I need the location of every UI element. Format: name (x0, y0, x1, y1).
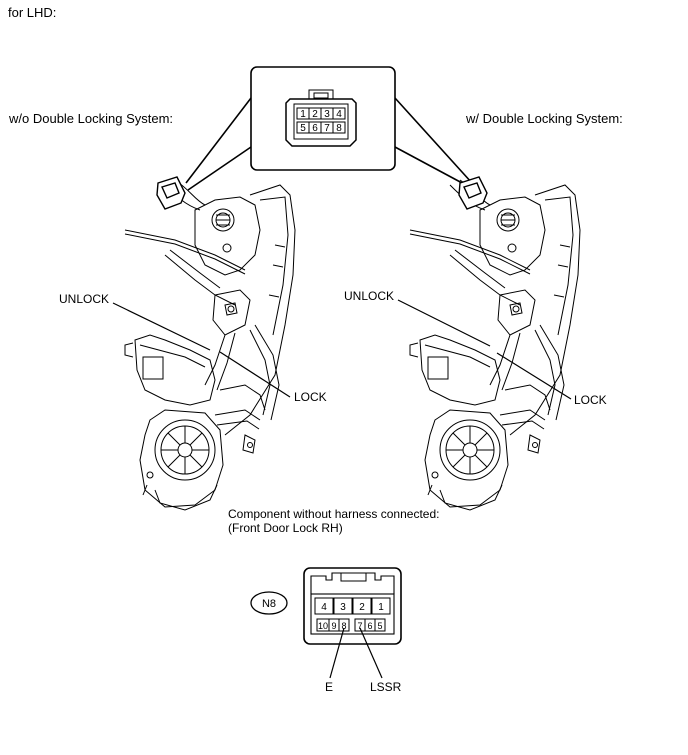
n8-pin-label: 7 (357, 621, 362, 631)
top-pin-label: 2 (312, 109, 318, 120)
top-pin-label: 1 (300, 109, 306, 120)
right-unlock-label: UNLOCK (344, 289, 395, 303)
right-lock-label: LOCK (574, 393, 607, 407)
top-pin-label: 5 (300, 123, 306, 134)
left-unlock-label: UNLOCK (59, 292, 110, 306)
top-pin-label: 7 (324, 123, 330, 134)
top-connector-face (285, 89, 357, 147)
terminal-lssr-label: LSSR (370, 680, 402, 694)
n8-pin-3-cell (333, 597, 353, 615)
top-pin-label: 6 (312, 123, 318, 134)
right-lock-leader (496, 352, 572, 400)
left-lock-leader (219, 351, 291, 398)
door-lock-assembly-right (409, 176, 581, 511)
door-lock-assembly-left (124, 176, 296, 511)
top-pin-4-cell (332, 107, 346, 120)
n8-pin-label: 2 (359, 602, 365, 613)
left-unlock-leader (112, 302, 211, 351)
n8-pin-label: 6 (367, 621, 372, 631)
top-pin-label: 8 (336, 123, 342, 134)
n8-code-text: N8 (262, 598, 276, 610)
page-heading: for LHD: (8, 5, 57, 20)
n8-connector-face (303, 567, 402, 645)
component-caption-line1: Component without harness connected: (228, 507, 440, 521)
n8-pin-label: 4 (321, 602, 327, 613)
top-pin-label: 3 (324, 109, 330, 120)
n8-pin-label: 1 (378, 602, 384, 613)
terminal-lssr-leader (359, 627, 383, 679)
component-caption-line2: (Front Door Lock RH) (228, 521, 343, 535)
right-unlock-leader (397, 299, 491, 347)
right-caption: w/ Double Locking System: (466, 111, 623, 126)
n8-pin-2-cell (352, 597, 372, 615)
n8-pin-1-cell (371, 597, 391, 615)
terminal-e-label: E (325, 680, 334, 694)
terminal-e-leader (329, 627, 345, 679)
n8-pin-label: 8 (341, 621, 346, 631)
n8-pin-5-cell (374, 618, 386, 632)
n8-pin-label: 3 (340, 602, 346, 613)
n8-pin-4-cell (314, 597, 334, 615)
top-pin-label: 4 (336, 109, 342, 120)
top-pin-8-cell (332, 121, 346, 134)
left-caption: w/o Double Locking System: (9, 111, 174, 126)
left-lock-label: LOCK (294, 390, 327, 404)
n8-pin-label: 9 (331, 621, 336, 631)
n8-pin-label: 5 (377, 621, 382, 631)
n8-pin-label: 10 (318, 621, 328, 631)
n8-code-badge: N8 (250, 591, 288, 615)
n8-pin-8-cell (338, 618, 350, 632)
connector-callout (185, 66, 478, 192)
